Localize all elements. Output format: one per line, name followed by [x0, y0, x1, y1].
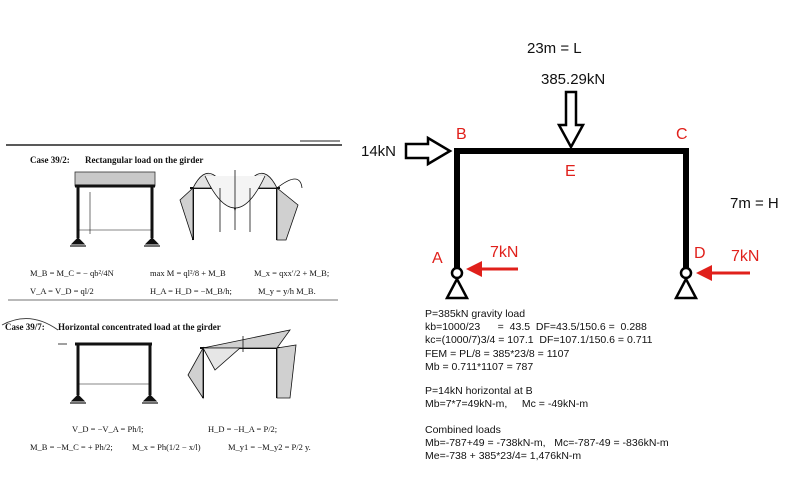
reaction-arrow-a-icon — [466, 261, 518, 277]
case1-title: Rectangular load on the girder — [85, 155, 204, 165]
case1-eq-mb: M_B = M_C = − qb²/4N — [30, 268, 114, 278]
case1-eq-h: H_A = H_D = −M_B/h; — [150, 286, 232, 296]
horizontal-load-arrow-icon — [404, 135, 453, 167]
case2-pen-circle — [1, 318, 59, 331]
case1-eq-v: V_A = V_D = ql/2 — [30, 286, 94, 296]
case1-title-number: Case 39/2: — [30, 155, 70, 165]
case1-frame-sketch — [70, 171, 160, 247]
case1-eq-mx: M_x = qxx′/2 + M_B; — [254, 268, 330, 278]
height-label: 7m = H — [730, 195, 779, 212]
case2-eq-v: V_D = −V_A = Ph/l; — [72, 424, 144, 434]
horizontal-calc-block: P=14kN horizontal at B Mb=7*7=49kN-m, Mc… — [425, 385, 589, 411]
case2-title-number: Case 39/7: — [5, 322, 45, 332]
gravity-load-arrow-icon — [556, 90, 586, 150]
case2-moment-diagram — [187, 329, 297, 400]
case2-eq-mb: M_B = −M_C = + Ph/2; — [30, 442, 113, 452]
case2-title: Horizontal concentrated load at the gird… — [58, 322, 221, 332]
node-d-label: D — [694, 245, 706, 262]
case1-moment-diagram — [179, 170, 303, 241]
node-a-label: A — [432, 250, 443, 267]
reaction-arrow-d-icon — [696, 265, 750, 281]
gravity-calc-block: P=385kN gravity load kb=1000/23 = 43.5 D… — [425, 308, 653, 373]
span-label: 23m = L — [527, 40, 582, 57]
node-c-label: C — [676, 126, 688, 143]
case2-eq-h: H_D = −H_A = P/2; — [208, 424, 278, 434]
case1-eq-my: M_y = y/h M_B. — [258, 286, 316, 296]
reaction-d-label: 7kN — [731, 248, 760, 265]
case2-frame-sketch — [58, 342, 158, 404]
horizontal-load-label: 14kN — [361, 143, 397, 160]
case2-eq-mx: M_x = Ph(1/2 − x/l) — [132, 442, 201, 452]
node-b-label: B — [456, 126, 467, 143]
node-e-label: E — [565, 163, 576, 180]
case2-eq-my: M_y1 = −M_y2 = P/2 y. — [228, 442, 311, 452]
support-d — [673, 266, 699, 300]
support-a — [444, 266, 470, 300]
combined-calc-block: Combined loads Mb=-787+49 = -738kN-m, Mc… — [425, 424, 669, 463]
reaction-a-label: 7kN — [490, 244, 519, 261]
gravity-load-label: 385.29kN — [541, 71, 606, 88]
case1-eq-max: max M = ql²/8 + M_B — [150, 268, 226, 278]
